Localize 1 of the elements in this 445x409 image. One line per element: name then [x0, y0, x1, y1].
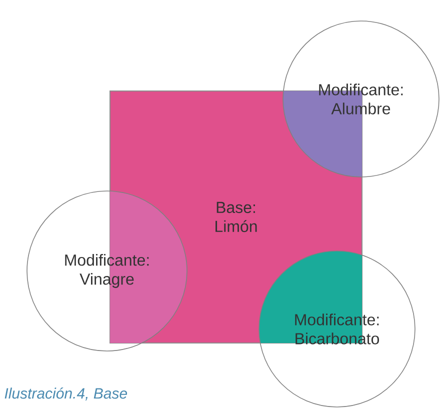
caption: Ilustración.4, Base — [4, 388, 128, 400]
